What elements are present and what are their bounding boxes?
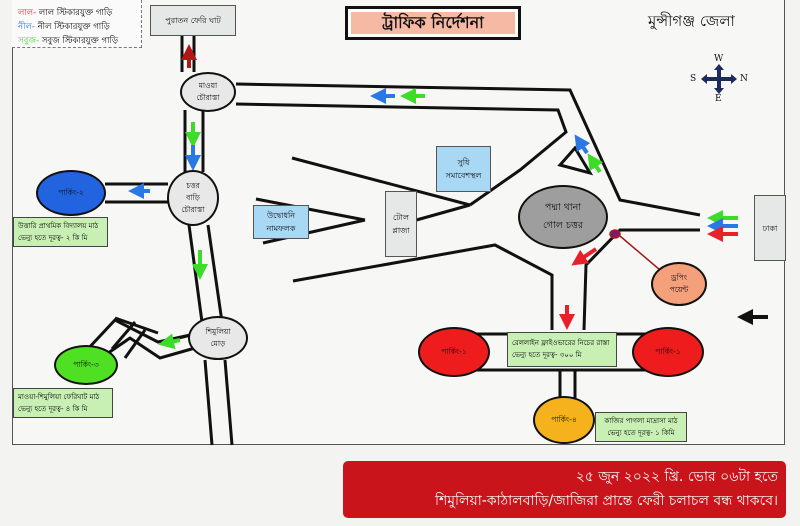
inauguration-plaque-box: উদ্বোধনিনামফলক: [253, 205, 309, 239]
parking-1-left: পার্কিং-১: [418, 327, 490, 377]
legend-green: সবুজ- সবুজ স্টিকারযুক্ত গাড়ি: [18, 36, 119, 46]
banner-line-2: শিমুলিয়া-কাঠালবাড়ি/জাজিরা প্রান্তে ফের…: [434, 493, 778, 509]
shimulia-mor-node: শিমুলিয়ামোড়: [188, 316, 248, 360]
parking-2: পার্কিং-২: [36, 170, 106, 216]
parking-1-note: রেললাইন ফ্লাইওভারের নিচের রাস্তাভেন্যু হ…: [507, 332, 617, 367]
title-box: ট্রাফিক নির্দেশনা: [345, 6, 521, 40]
dhaka-box: ঢাকা: [754, 195, 786, 261]
dropping-point-node: ড্রপিংপয়েন্ট: [651, 262, 707, 306]
legend-blue: নীল- নীল স্টিকারযুক্ত গাড়ি: [18, 22, 110, 32]
compass: W S N E: [690, 54, 748, 104]
ferry-closure-banner: ২৫ জুন ২০২২ খ্রি. ভোর ০৬টা হতে শিমুলিয়া…: [343, 461, 786, 518]
page-title: ট্রাফিক নির্দেশনা: [351, 12, 515, 34]
sudhi-venue-box: সুধিসমাবেশস্থল: [436, 146, 491, 192]
district-label: মুন্সীগঞ্জ জেলা: [648, 12, 735, 30]
parking-1-right: পার্কিং-১: [632, 327, 704, 377]
parking-3: পার্কিং-৩: [54, 345, 118, 385]
banner-line-1: ২৫ জুন ২০২২ খ্রি. ভোর ০৬টা হতে: [575, 469, 778, 485]
legend: লাল- লাল স্টিকারযুক্ত গাড়ি নীল- নীল স্ট…: [12, 0, 142, 48]
mawa-chourasta-node: মাওয়াচৌরাস্তা: [180, 72, 236, 112]
parking-4: পার্কিং-৪: [533, 396, 595, 444]
padma-thana-roundabout: পদ্মা থানাগোল চত্তর: [518, 185, 608, 249]
old-ferry-ghat-box: পুরাতন ফেরি ঘাট: [150, 5, 236, 36]
compass-cross-icon: [701, 64, 737, 94]
legend-red: লাল- লাল স্টিকারযুক্ত গাড়ি: [18, 8, 113, 18]
